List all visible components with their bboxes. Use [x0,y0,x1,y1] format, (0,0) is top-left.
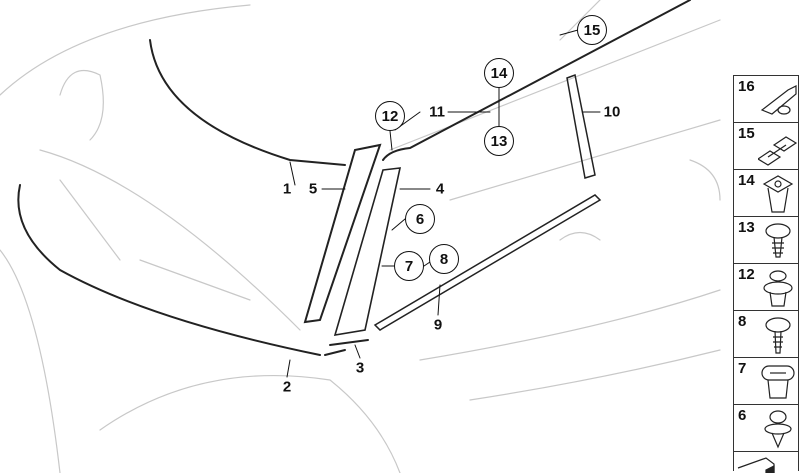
callout-5: 5 [308,180,318,198]
washer-screw-icon [765,317,791,354]
part-number: 15 [738,125,755,142]
part-number: 13 [738,219,755,236]
callout-4: 4 [435,180,445,198]
callout-11: 11 [429,103,445,121]
expanding-rivet-icon [763,270,793,307]
parts-legend-column: 16 15 14 13 12 8 7 6 [733,75,799,473]
callout-2: 2 [282,378,292,396]
part-partial [733,451,799,473]
callout-14: 14 [484,58,514,88]
callout-15: 15 [577,15,607,45]
callout-1: 1 [282,180,292,198]
part-number: 16 [738,78,755,95]
part-number: 14 [738,172,755,189]
callout-3: 3 [355,359,365,377]
part-12: 12 [733,263,799,310]
part-14: 14 [733,169,799,216]
part-15: 15 [733,122,799,169]
part-number: 8 [738,313,747,330]
part-7: 7 [733,357,799,404]
part-number: 7 [738,360,747,377]
screw-icon [765,223,791,258]
callout-10: 10 [603,103,621,121]
callout-6: 6 [405,204,435,234]
callout-9: 9 [433,316,443,334]
callout-13: 13 [484,126,514,156]
part-number: 12 [738,266,755,283]
double-clip-icon [758,136,798,166]
push-rivet-icon [764,410,792,449]
part-number: 6 [738,407,747,424]
wedge-block-icon [737,457,775,473]
part-8: 8 [733,310,799,357]
part-16: 16 [733,75,799,122]
oval-grommet-icon [761,365,795,399]
square-nut-clip-icon [762,175,794,213]
callout-8: 8 [429,244,459,274]
part-6: 6 [733,404,799,451]
callout-12: 12 [375,101,405,131]
callout-7: 7 [394,251,424,281]
bracket-clip-icon [760,85,797,115]
part-13: 13 [733,216,799,263]
